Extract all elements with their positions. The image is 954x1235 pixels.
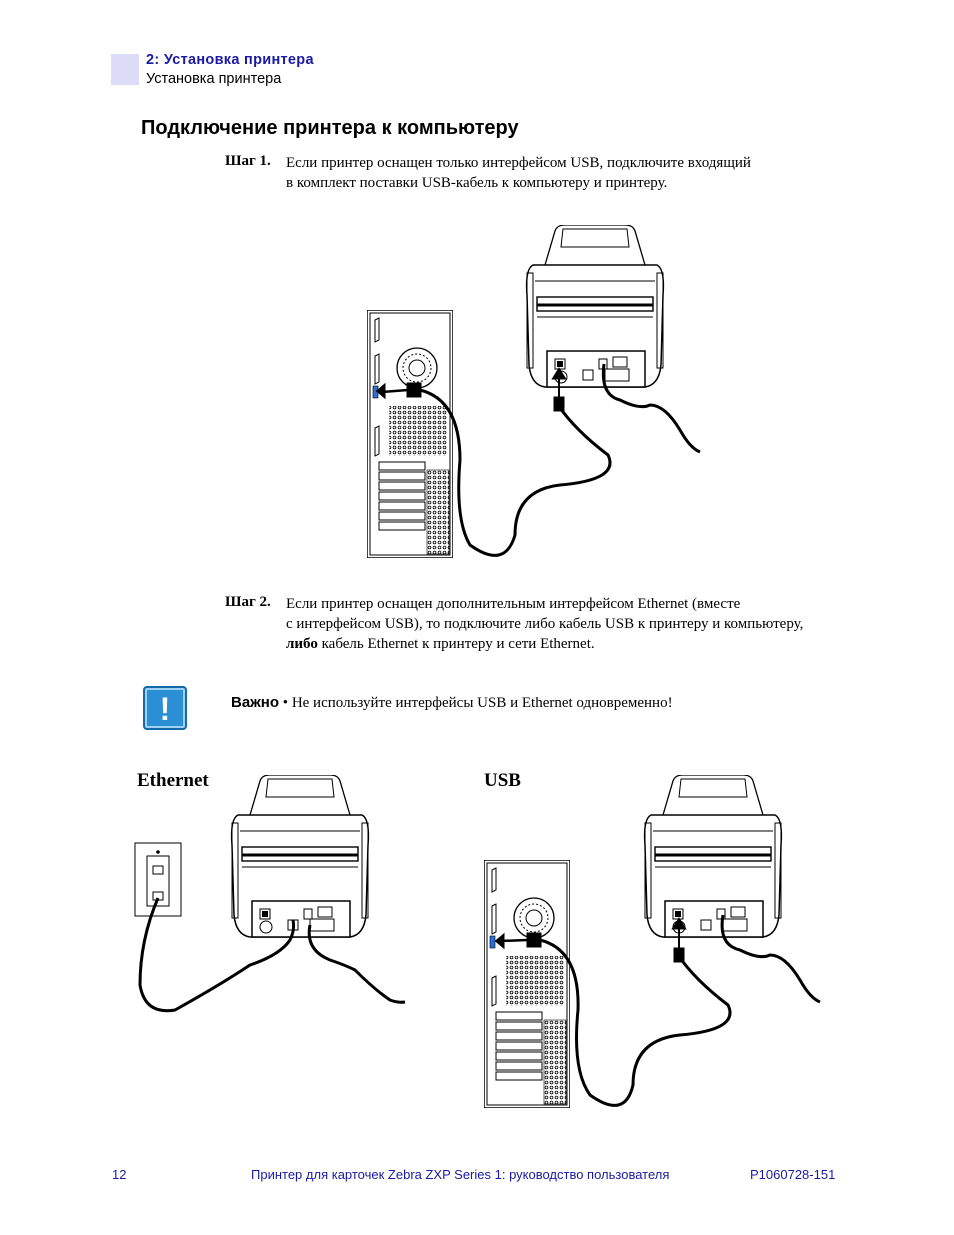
note-label: Важно: [231, 694, 280, 711]
ethernet-wall-jack: [134, 842, 182, 917]
ethernet-figure-label: Ethernet: [137, 770, 209, 791]
step-2-text: Если принтер оснащен дополнительным инте…: [286, 594, 866, 654]
important-note: Важно • Не используйте интерфейсы USB и …: [231, 694, 673, 712]
bullet: •: [282, 695, 289, 711]
step1-printer: [525, 225, 665, 389]
page-title: Подключение принтера к компьютеру: [141, 117, 519, 139]
ethernet-cable: [138, 897, 406, 1013]
chapter-heading: 2: Установка принтера: [146, 52, 314, 68]
note-text: Не используйте интерфейсы USB и Ethernet…: [291, 695, 673, 711]
step-2-line-rest: кабель Ethernet к принтеру и сети Ethern…: [317, 636, 595, 652]
step-1-label: Шаг 1.: [225, 153, 271, 169]
emphasis: либо: [286, 636, 318, 652]
step-2-line: либо кабель Ethernet к принтеру и сети E…: [286, 634, 866, 654]
usb-computer-tower: [484, 860, 570, 1108]
ethernet-printer: [230, 775, 370, 939]
step-2-line: Если принтер оснащен дополнительным инте…: [286, 596, 741, 612]
page-number: 12: [112, 1167, 127, 1182]
step1-computer-tower: [367, 310, 453, 558]
important-icon: !: [143, 686, 187, 730]
step-2-label: Шаг 2.: [225, 594, 271, 610]
step-1-line: Если принтер оснащен только интерфейсом …: [286, 155, 751, 171]
step1-usb-cable: [375, 363, 701, 557]
step-1-text: Если принтер оснащен только интерфейсом …: [286, 153, 846, 193]
section-heading: Установка принтера: [146, 71, 282, 87]
document-id: P1060728-151: [750, 1167, 836, 1182]
step-2-line: с интерфейсом USB), то подключите либо к…: [286, 616, 804, 632]
chapter-tab-marker: [111, 54, 139, 85]
step-1-line: в комплект поставки USB-кабель к компьют…: [286, 175, 668, 191]
usb-printer: [643, 775, 783, 939]
usb-figure-label: USB: [484, 770, 521, 791]
usb-cable: [494, 914, 821, 1107]
footer-title: Принтер для карточек Zebra ZXP Series 1:…: [251, 1167, 670, 1182]
